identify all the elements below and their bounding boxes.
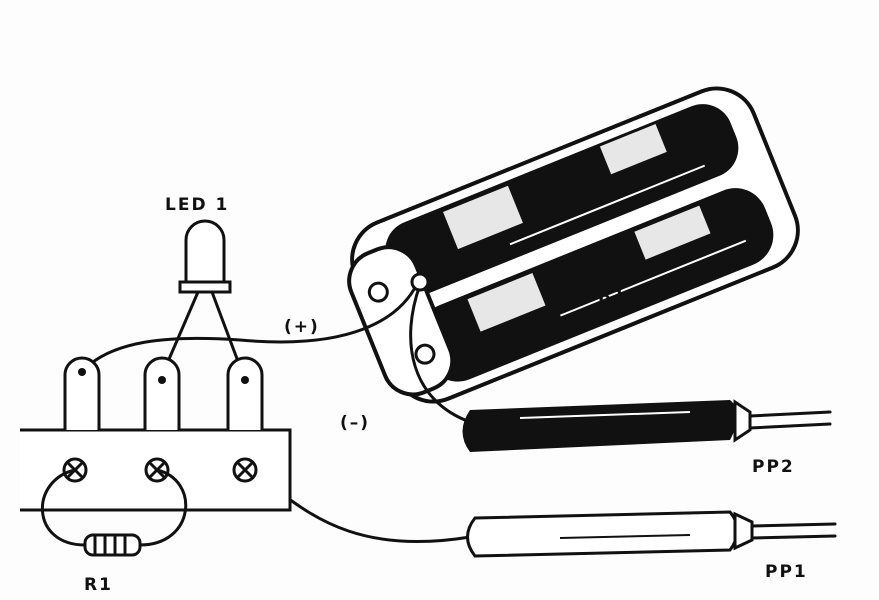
label-pp2: PP2 [752,457,795,477]
probe-pp2 [462,399,832,452]
wire-positive [80,280,420,374]
label-pp1: PP1 [765,562,808,582]
battery-contact-icon [367,281,389,303]
label-led1: LED 1 [165,195,229,215]
label-negative: (–) [340,413,370,433]
wire-negative [409,283,472,424]
terminal-strip [20,356,292,512]
label-positive: (+) [284,317,320,337]
battery-contact-icon [414,343,436,365]
screw-icon [232,457,258,483]
led-1 [158,219,247,382]
label-r1: R1 [84,575,113,595]
battery-holder-b1 [347,86,800,404]
battery-cell-top [385,104,739,295]
resistor-r1 [40,468,188,557]
cable-grommet [410,272,430,292]
label-b1: B1 [598,287,627,307]
battery-cell-bottom [419,188,774,382]
probe-pp1 [466,510,837,558]
